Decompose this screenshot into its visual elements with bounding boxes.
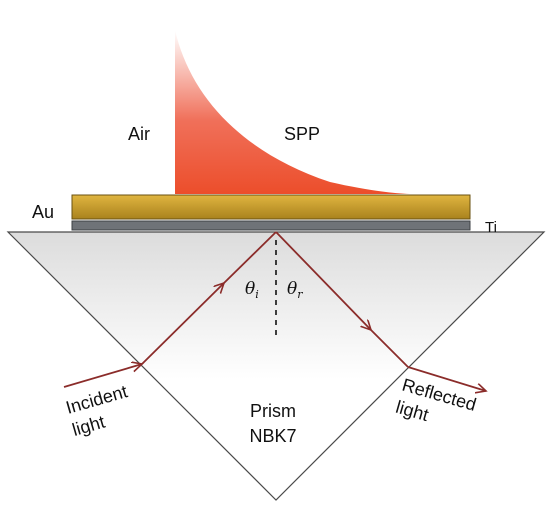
incident-ray-inside-upper [223, 231, 277, 284]
theta-r-subscript: r [297, 288, 303, 301]
label-ti: Ti [485, 219, 497, 236]
label-incident-light: Incident light [64, 381, 130, 440]
label-prism: Prism [250, 401, 296, 421]
label-spp: SPP [284, 124, 320, 144]
theta-i-symbol: θ [245, 279, 255, 299]
reflected-ray-outside [407, 366, 486, 391]
incident-ray-outside [63, 364, 142, 388]
incident-ray-inside-lower [141, 283, 224, 365]
label-nbk7: NBK7 [249, 426, 296, 446]
theta-r-symbol: θ [287, 279, 297, 299]
label-theta-i: θi [245, 279, 259, 301]
label-theta-r: θr [287, 279, 303, 301]
label-au: Au [32, 202, 54, 222]
reflected-ray-inside-lower [370, 329, 409, 368]
label-air: Air [128, 124, 150, 144]
theta-i-subscript: i [255, 288, 259, 301]
ti-layer [71, 220, 471, 231]
au-layer [71, 194, 471, 220]
reflected-ray-inside-upper [275, 231, 371, 330]
spp-field-shape [175, 30, 410, 194]
